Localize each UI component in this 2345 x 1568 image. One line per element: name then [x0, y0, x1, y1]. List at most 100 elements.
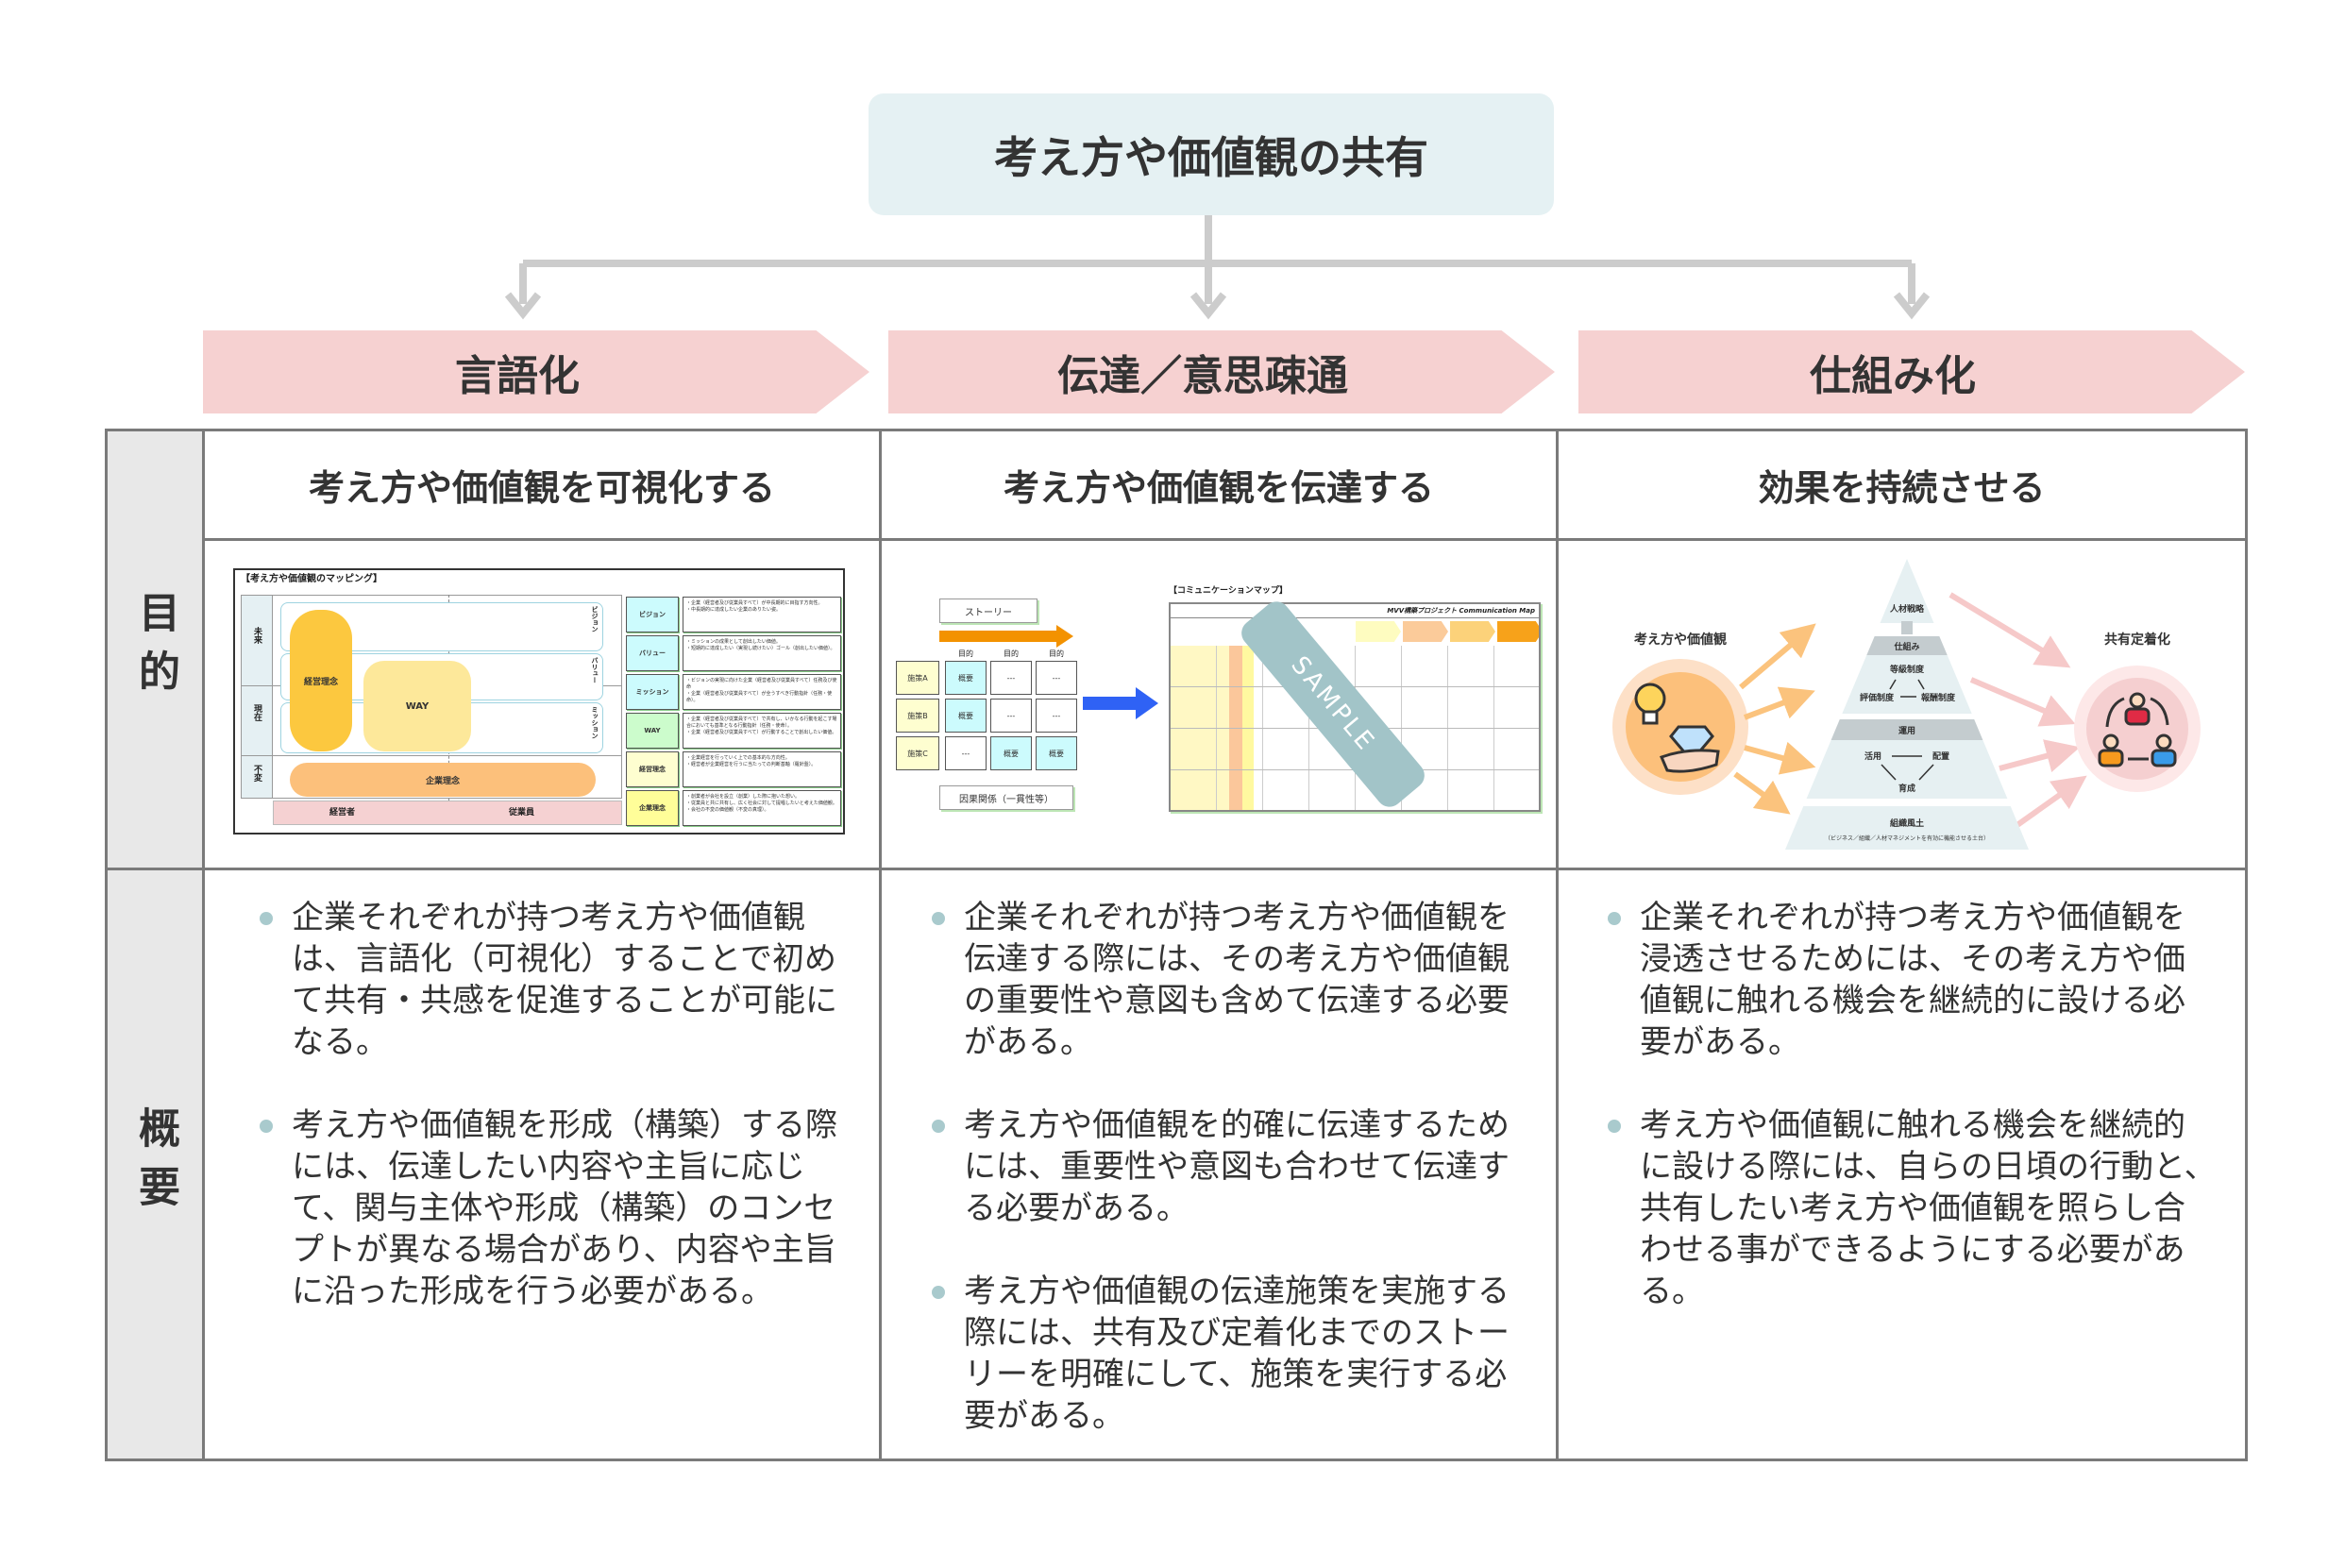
desc-line: ・従業員と共に共有し、広く社会に対して提唱したいと考えた価値観。: [686, 801, 837, 806]
page-title: 考え方や価値観の共有: [869, 93, 1554, 215]
row-label-purpose: 目的: [105, 429, 205, 870]
band-mission: ミッション: [591, 706, 599, 739]
grade-label: 等級制度: [1889, 664, 1925, 675]
mapping-row-desc: ・企業（経営者及び従業員すべて）で共有し、いかなる行動を起こす場合においても基準…: [683, 713, 841, 749]
desc-line: ・企業（経営者及び従業員すべて）が行動することで創出したい価値。: [686, 730, 837, 735]
bullet-item: 考え方や価値観を形成（構築）する際には、伝達したい内容や主旨に応じて、関与主体や…: [260, 1104, 851, 1312]
overview-cell-2: 企業それぞれが持つ考え方や価値観を伝達する際には、その考え方や価値観の重要性や意…: [879, 868, 1559, 1461]
grid-cell: ---: [945, 736, 987, 770]
desc-line: ・ミッションの成果として創出したい価値。: [686, 639, 781, 645]
causal-label: 因果関係（一貫性等）: [939, 785, 1073, 810]
culture-label: 組織風土: [1890, 818, 1924, 829]
culture-note: （ビジネス／組織／人材マネジメントを有効に機能させる土台）: [1825, 835, 1989, 842]
mapping-row-desc: ・企業経営を行っていく上での基本的な方向性。・経営者が企業経営を行うに当たっての…: [683, 751, 841, 787]
band-vision: ビジョン: [591, 606, 599, 632]
overview-cell-1: 企業それぞれが持つ考え方や価値観は、言語化（可視化）することで初めて共有・共感を…: [202, 868, 882, 1461]
measure-label: 施策B: [896, 699, 939, 733]
grid-cell: 概要: [1036, 736, 1077, 770]
placement-label: 配置: [1932, 751, 1949, 762]
bullet-item: 考え方や価値観の伝達施策を実施する際には、共有及び定着化までのストーリーを明確に…: [932, 1271, 1527, 1437]
story-label: ストーリー: [939, 599, 1038, 623]
grid-cell: ---: [1036, 699, 1077, 733]
utilize-label: 活用: [1864, 750, 1881, 762]
purpose-heading-1: 考え方や価値観を可視化する: [202, 429, 882, 541]
desc-line: ・ビジョンの実現に向けた企業（経営者及び従業員すべて）任務及び使命: [686, 678, 837, 690]
purpose-col-label: 目的: [958, 649, 973, 658]
mapping-row-label: WAY: [626, 713, 679, 749]
purpose-col-label: 目的: [1004, 649, 1019, 658]
bullet-item: 考え方や価値観を的確に伝達するためには、重要性や意図も合わせて伝達する必要がある…: [932, 1104, 1527, 1229]
purpose-heading-2: 考え方や価値観を伝達する: [879, 429, 1559, 541]
desc-line: ・経営者が企業経営を行うに当たっての判断基軸（羅針盤）。: [686, 762, 817, 767]
diamond-icon: [1669, 725, 1714, 764]
chevron-systemization: 仕組み化: [1578, 330, 2245, 413]
desc-line: ・企業（経営者及び従業員すべて）が全うすべき行動指針（任務・使命）。: [686, 691, 833, 703]
reward-label: 報酬制度: [1921, 692, 1956, 703]
desc-line: ・短期的に達成したい（実現し続けたい）ゴール（創出したい価値）。: [686, 646, 835, 651]
values-label: 考え方や価値観: [1634, 632, 1727, 648]
bullet-item: 企業それぞれが持つ考え方や価値観を伝達する際には、その考え方や価値観の重要性や意…: [932, 897, 1527, 1063]
desc-line: ・中長期的に達成したい企業のありたい姿。: [686, 607, 782, 613]
mapping-title: 【考え方や価値観のマッピング】: [241, 574, 382, 584]
grid-cell: ---: [990, 699, 1032, 733]
mapping-row-label: ビジョン: [626, 597, 679, 632]
people-cycle-icon: [2098, 692, 2177, 767]
measure-label: 施策C: [896, 736, 939, 770]
mapping-row-desc: ・企業（経営者及び従業員すべて）が中長期的に目指す方向性。・中長期的に達成したい…: [683, 597, 841, 632]
time-present: 現在: [252, 704, 261, 721]
mapping-row-label: 経営理念: [626, 751, 679, 787]
overview-cell-3: 企業それぞれが持つ考え方や価値観を浸透させるためには、その考え方や価値観に触れる…: [1556, 868, 2248, 1461]
pyramid: [1785, 559, 2029, 850]
actor-employee: 従業員: [509, 808, 535, 818]
desc-line: ・企業（経営者及び従業員すべて）で共有し、いかなる行動を起こす場合においても基準…: [686, 717, 837, 729]
bullet-item: 企業それぞれが持つ考え方や価値観を浸透させるためには、その考え方や価値観に触れる…: [1608, 897, 2217, 1063]
grid-cell: 概要: [945, 699, 987, 733]
actor-manager: 経営者: [329, 808, 356, 818]
operation-band-label: 運用: [1898, 726, 1915, 736]
desc-line: ・企業（経営者及び従業員すべて）が中長期的に目指す方向性。: [686, 600, 823, 606]
hand-icon: [1659, 749, 1720, 773]
map-title: 【コミュニケーションマップ】: [1169, 586, 1288, 596]
time-future: 未来: [252, 627, 261, 644]
mapping-row-label: バリュー: [626, 635, 679, 671]
mapping-diagram: 【考え方や価値観のマッピング】 未来 現在 不変 ビジョン バリュー ミッション…: [233, 568, 845, 835]
grid-cell: 概要: [990, 736, 1032, 770]
communication-map: MVV構築プロジェクト Communication Map: [1169, 602, 1541, 812]
desc-line: ・創業者が会社を設立（創業）した際に抱いた想い。: [686, 794, 801, 800]
desc-line: ・企業経営を行っていく上での基本的な方向性。: [686, 755, 790, 761]
shape-management-philosophy: 経営理念: [290, 610, 352, 751]
bullet-item: 企業それぞれが持つ考え方や価値観は、言語化（可視化）することで初めて共有・共感を…: [260, 897, 851, 1063]
blue-arrow-icon: [1083, 687, 1158, 719]
mapping-row-label: 企業理念: [626, 790, 679, 826]
adoption-label: 共有定着化: [2104, 632, 2170, 648]
grid-cell: ---: [1036, 661, 1077, 695]
grid-cell: ---: [990, 661, 1032, 695]
time-constant: 不変: [252, 765, 261, 782]
purpose-heading-3: 効果を持続させる: [1556, 429, 2248, 541]
chevron-communication: 伝達／意思疎通: [888, 330, 1555, 413]
shape-corporate-philosophy: 企業理念: [290, 763, 596, 797]
mapping-row-desc: ・創業者が会社を設立（創業）した際に抱いた想い。・従業員と共に共有し、広く社会に…: [683, 790, 841, 826]
system-band-label: 仕組み: [1893, 641, 1919, 652]
story-arrow-icon: [939, 625, 1073, 648]
connector-arrows: [504, 215, 1931, 320]
evaluation-label: 評価制度: [1860, 692, 1895, 703]
mechanism-diagram: 考え方や価値観 人材戦略 仕組み 等級制度 評価制度 報酬制度 運用 活用 配置…: [1612, 559, 2201, 850]
desc-line: ・会社の不変の価値観（不変の真理）。: [686, 807, 769, 813]
map-subtitle: MVV構築プロジェクト Communication Map: [1387, 607, 1535, 615]
row-label-overview: 概要: [105, 868, 205, 1461]
grid-cell: 概要: [945, 661, 987, 695]
mapping-row-label: ミッション: [626, 674, 679, 710]
measure-label: 施策A: [896, 661, 939, 695]
lightbulb-icon: [1634, 683, 1666, 725]
shape-way: WAY: [363, 661, 471, 751]
strategy-label: 人材戦略: [1889, 603, 1925, 615]
band-value: バリュー: [591, 657, 599, 683]
purpose-col-label: 目的: [1049, 649, 1064, 658]
chevron-verbalization: 言語化: [203, 330, 869, 413]
mapping-row-desc: ・ビジョンの実現に向けた企業（経営者及び従業員すべて）任務及び使命・企業（経営者…: [683, 674, 841, 710]
mapping-row-desc: ・ミッションの成果として創出したい価値。・短期的に達成したい（実現し続けたい）ゴ…: [683, 635, 841, 671]
bullet-item: 考え方や価値観に触れる機会を継続的に設ける際には、自らの日頃の行動と、共有したい…: [1608, 1106, 2217, 1310]
develop-label: 育成: [1898, 783, 1915, 794]
